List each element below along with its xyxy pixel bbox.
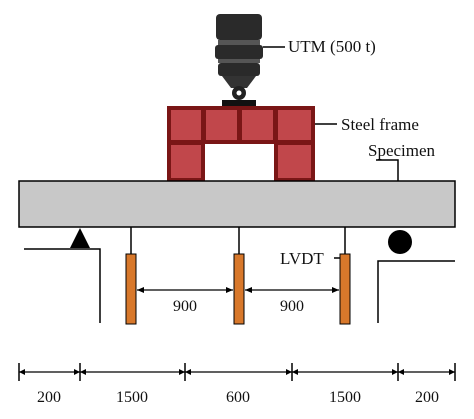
dimension-value: 600 xyxy=(226,389,250,406)
steel-frame-label: Steel frame xyxy=(341,115,419,134)
utm-label: UTM (500 t) xyxy=(288,37,376,56)
lvdt-body xyxy=(233,253,245,325)
bottom-dimension-chain: 200 1500 600 1500 200 xyxy=(18,363,456,406)
utm-load-plate xyxy=(222,100,256,107)
specimen-label: Specimen xyxy=(368,141,436,160)
steel-frame-block xyxy=(171,145,201,178)
dimension-value: 200 xyxy=(37,389,61,406)
lvdt-spacing-right-value: 900 xyxy=(280,298,304,315)
steel-frame-block xyxy=(206,110,237,140)
arrow-icon xyxy=(185,369,191,375)
dimension-value: 200 xyxy=(415,389,439,406)
left-support xyxy=(24,228,101,323)
lvdt-right xyxy=(339,227,351,325)
lvdt-body xyxy=(339,253,351,325)
arrow-icon xyxy=(179,369,185,375)
lvdt-left xyxy=(125,227,137,325)
arrow-right-icon xyxy=(332,287,339,293)
steel-frame-opening xyxy=(205,144,274,182)
arrow-icon xyxy=(80,369,86,375)
utm-band xyxy=(218,59,260,63)
arrow-icon xyxy=(449,369,455,375)
steel-frame-block xyxy=(242,110,273,140)
arrow-left-icon xyxy=(245,287,252,293)
lvdt-center xyxy=(233,227,245,325)
specimen-beam xyxy=(18,180,456,228)
lvdt-label: LVDT xyxy=(280,249,324,268)
arrow-icon xyxy=(392,369,398,375)
utm-middle-block xyxy=(215,45,263,59)
roller-support-icon xyxy=(388,230,412,254)
dimension-value: 1500 xyxy=(329,389,361,406)
steel-frame-block xyxy=(278,110,311,140)
steel-frame-block xyxy=(278,145,311,178)
utm-top-block xyxy=(216,14,262,40)
arrow-icon xyxy=(74,369,80,375)
arrow-icon xyxy=(19,369,25,375)
dimension-value: 1500 xyxy=(116,389,148,406)
arrow-icon xyxy=(398,369,404,375)
arrow-icon xyxy=(292,369,298,375)
pin-support-icon xyxy=(70,228,90,248)
steel-frame-block xyxy=(171,110,201,140)
arrow-right-icon xyxy=(226,287,233,293)
utm-pivot-center xyxy=(236,90,242,96)
steel-frame xyxy=(167,106,315,182)
specimen-leader xyxy=(376,159,399,181)
arrow-left-icon xyxy=(137,287,144,293)
arrow-icon xyxy=(286,369,292,375)
utm-taper xyxy=(222,76,256,88)
utm-lower-block xyxy=(218,63,260,76)
lvdt-spacing-left-value: 900 xyxy=(173,298,197,315)
right-support-ground xyxy=(377,260,455,323)
right-support xyxy=(377,230,455,323)
left-support-ground xyxy=(24,248,101,323)
lvdt-spacing-right: 900 xyxy=(245,287,339,315)
utm-actuator xyxy=(215,14,263,107)
lvdt-spacing-left: 900 xyxy=(137,287,233,315)
utm-band xyxy=(218,40,260,45)
lvdt-body xyxy=(125,253,137,325)
